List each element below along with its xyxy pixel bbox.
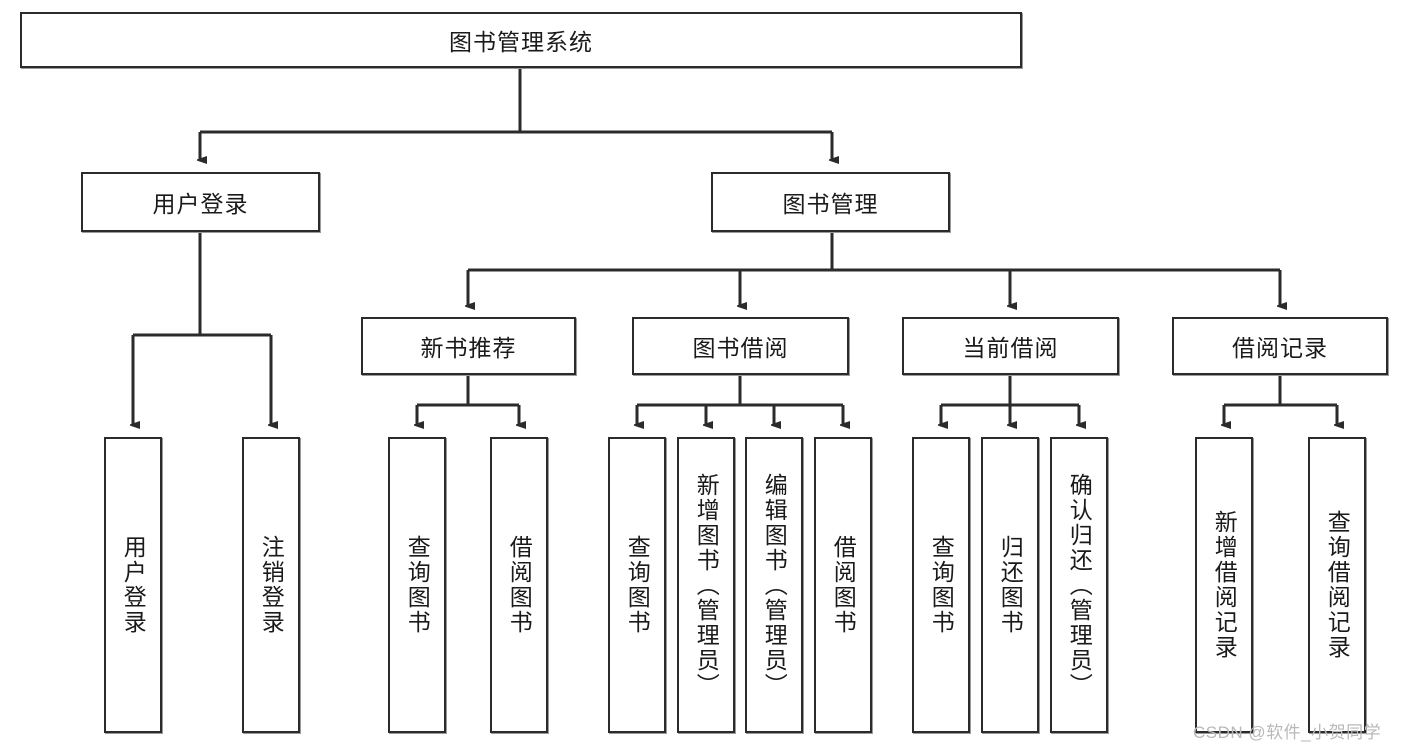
leaf-current-borrow-return-book[interactable]: 归还图书 [981, 437, 1039, 733]
node-current-borrow[interactable]: 当前借阅 [902, 317, 1119, 375]
node-label: 注销登录 [258, 535, 285, 635]
node-label: 编辑图书（管理员） [761, 472, 788, 698]
leaf-borrow-record-query-record[interactable]: 查询借阅记录 [1308, 437, 1366, 733]
node-label: 图书管理系统 [449, 29, 593, 55]
node-label: 查询图书 [404, 535, 431, 635]
leaf-book-borrow-add-book-admin[interactable]: 新增图书（管理员） [677, 437, 735, 733]
node-label: 用户登录 [120, 535, 147, 635]
node-borrow-record[interactable]: 借阅记录 [1172, 317, 1388, 375]
csdn-watermark: CSDN @软件_小贺同学 [1193, 723, 1382, 742]
leaf-book-borrow-borrow-book[interactable]: 借阅图书 [814, 437, 872, 733]
leaf-current-borrow-confirm-return-admin[interactable]: 确认归还（管理员） [1050, 437, 1108, 733]
node-label: 图书借阅 [692, 335, 789, 361]
node-root-book-management-system[interactable]: 图书管理系统 [20, 12, 1022, 68]
node-label: 查询图书 [624, 535, 651, 635]
leaf-borrow-record-add-record[interactable]: 新增借阅记录 [1195, 437, 1253, 733]
leaf-new-book-borrow-book[interactable]: 借阅图书 [490, 437, 548, 733]
leaf-book-borrow-query-book[interactable]: 查询图书 [608, 437, 666, 733]
node-label: 新书推荐 [420, 335, 517, 361]
node-label: 查询借阅记录 [1324, 510, 1351, 660]
node-label: 新增借阅记录 [1211, 510, 1238, 660]
node-label: 借阅图书 [830, 535, 857, 635]
node-new-book-recommend[interactable]: 新书推荐 [361, 317, 576, 375]
leaf-user-login-logout[interactable]: 注销登录 [242, 437, 300, 733]
leaf-new-book-query-book[interactable]: 查询图书 [388, 437, 446, 733]
node-label: 归还图书 [997, 535, 1024, 635]
node-label: 图书管理 [782, 191, 879, 217]
node-label: 查询图书 [928, 535, 955, 635]
node-book-management[interactable]: 图书管理 [711, 172, 950, 232]
leaf-current-borrow-query-book[interactable]: 查询图书 [912, 437, 970, 733]
node-label: 确认归还（管理员） [1066, 472, 1093, 698]
node-label: 借阅记录 [1232, 335, 1328, 361]
node-label: 用户登录 [152, 191, 249, 217]
node-label: 当前借阅 [962, 335, 1059, 361]
node-label: 新增图书（管理员） [693, 472, 720, 698]
leaf-book-borrow-edit-book-admin[interactable]: 编辑图书（管理员） [745, 437, 803, 733]
node-label: 借阅图书 [506, 535, 533, 635]
node-user-login[interactable]: 用户登录 [81, 172, 320, 232]
leaf-user-login-login[interactable]: 用户登录 [104, 437, 162, 733]
node-book-borrow[interactable]: 图书借阅 [632, 317, 849, 375]
